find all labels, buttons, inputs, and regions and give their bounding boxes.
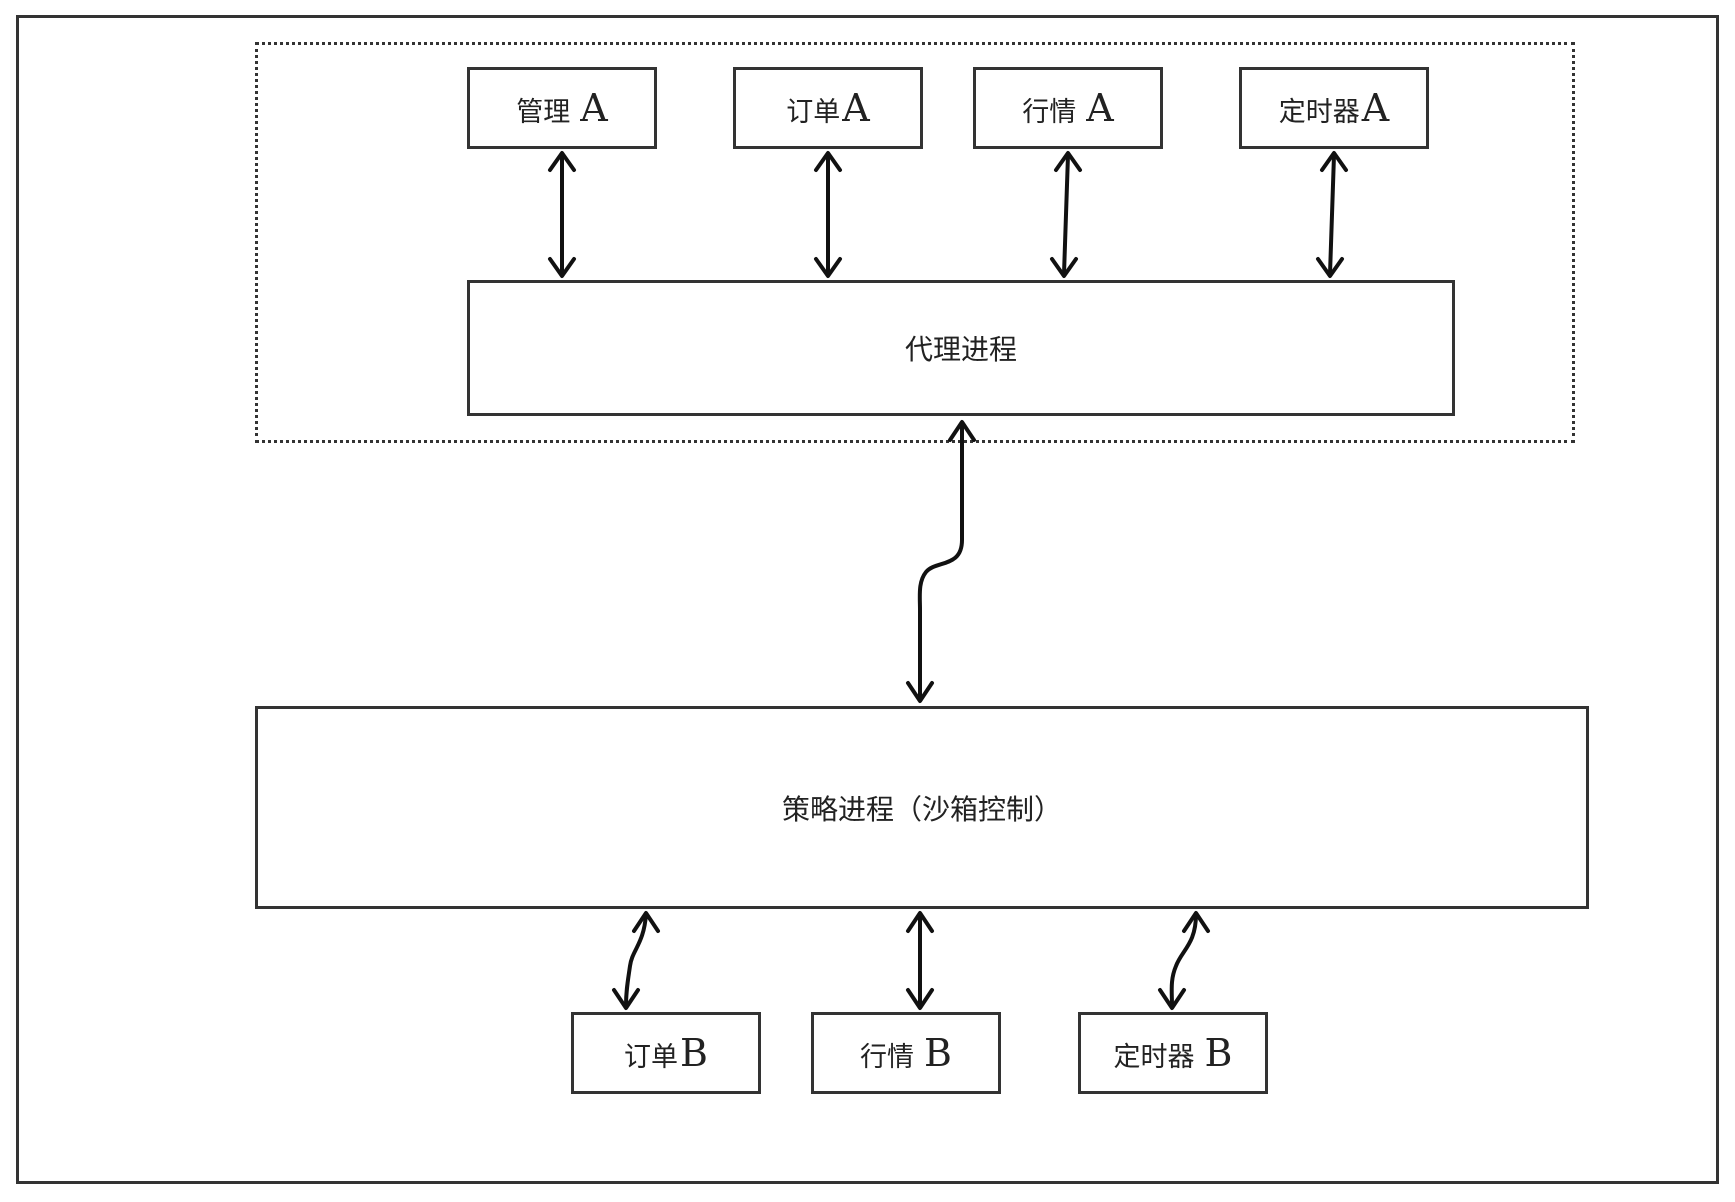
arrow-strategy-timer-b [1160,913,1208,1008]
arrow-admin-agent [550,153,574,276]
arrow-agent-strategy [908,422,974,701]
arrow-order-agent [816,153,840,276]
arrow-strategy-order-b [614,913,658,1008]
arrow-strategy-market-b [908,913,932,1008]
arrow-timer-agent [1318,153,1346,276]
arrow-market-agent [1052,153,1080,276]
